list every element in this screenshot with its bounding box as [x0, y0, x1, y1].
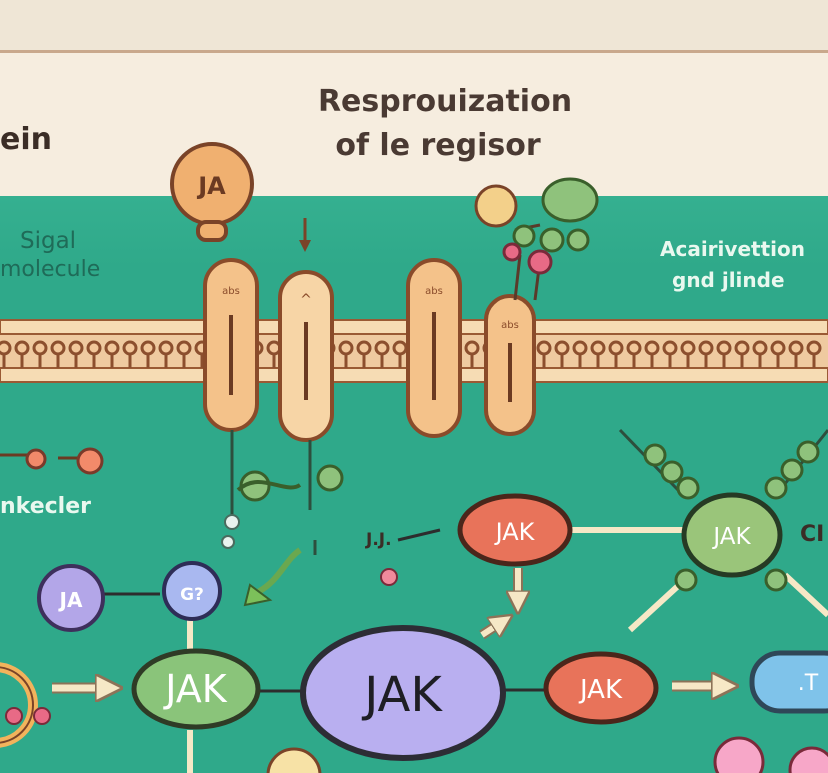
lipid-head [590, 340, 606, 356]
svg-text:JAK: JAK [578, 675, 623, 705]
receptor-1: abs [203, 258, 259, 432]
receptor-3: abs [406, 258, 462, 438]
jak-node-green-left: JAK [131, 648, 261, 730]
top-rule [0, 50, 828, 53]
ja-ligand: JA [170, 142, 254, 242]
svg-text:JAK: JAK [711, 524, 751, 550]
lipid-head [662, 340, 678, 356]
right-edge-label: CI [800, 522, 825, 547]
lipid-head [68, 340, 84, 356]
lipid-head [644, 340, 660, 356]
lipid-head [788, 340, 804, 356]
svg-text:^: ^ [300, 292, 312, 308]
svg-text:abs: abs [425, 286, 443, 297]
jak-node-big: JAK [300, 625, 506, 761]
svg-text:JAK: JAK [163, 667, 228, 711]
right-cut-node: .T [749, 650, 828, 714]
lipid-head [554, 340, 570, 356]
jak-node-red-top: JAK [457, 493, 573, 567]
lipid-head [464, 340, 480, 356]
left-molecules [0, 447, 104, 475]
lipid-head [374, 340, 390, 356]
svg-text:.T: .T [798, 671, 819, 696]
lipid-head [104, 340, 120, 356]
lipid-head [716, 340, 732, 356]
activation-label-line1: Acairivettion [660, 237, 805, 261]
receptor-2: ^ [278, 270, 334, 442]
svg-text:JAK: JAK [494, 518, 536, 546]
lipid-head [698, 340, 714, 356]
bead-strands [643, 440, 820, 592]
top-band [0, 0, 828, 52]
small-marker-label: J.J. [366, 530, 392, 550]
down-arrow-small [299, 218, 311, 252]
flow-arrows [52, 568, 728, 691]
lipid-head [14, 340, 30, 356]
linker-label: nkecler [0, 494, 91, 519]
signal-label-line2: molecule [0, 257, 101, 282]
lipid-head [86, 340, 102, 356]
jak-node-red-mid: JAK [543, 651, 659, 725]
lipid-head [50, 340, 66, 356]
lipid-head [770, 340, 786, 356]
lipid-head [572, 340, 588, 356]
signal-label-line1: Sigal [20, 228, 77, 254]
svg-text:G?: G? [180, 585, 204, 605]
receptor-4: abs [484, 294, 536, 436]
svg-text:JA: JA [196, 172, 226, 200]
q-small-node: G? [162, 561, 222, 621]
lipid-head [356, 340, 372, 356]
activation-label-line2: gnd jlinde [672, 268, 785, 292]
lipid-head [536, 340, 552, 356]
lipid-head [680, 340, 696, 356]
lipid-head [734, 340, 750, 356]
lipid-head [176, 340, 192, 356]
ja-small-node: JA [37, 564, 105, 632]
lipid-head [158, 340, 174, 356]
lipid-head [32, 340, 48, 356]
lipid-head [122, 340, 138, 356]
lipid-head [608, 340, 624, 356]
cream-panel [0, 53, 828, 198]
lipid-head [140, 340, 156, 356]
svg-text:abs: abs [501, 320, 519, 331]
bottom-partial-nodes [266, 736, 828, 773]
left-edge-ring [0, 662, 51, 748]
svg-text:JA: JA [58, 588, 83, 612]
lipid-head [338, 340, 354, 356]
connector-bits [221, 430, 441, 607]
left-fragment-label: ein [0, 122, 52, 157]
svg-text:JAK: JAK [361, 667, 443, 723]
jak-node-green-right: JAK [681, 492, 783, 578]
diagram-title-line1: Resprouization [317, 84, 573, 119]
lipid-head [806, 340, 822, 356]
ligand-cluster [474, 177, 599, 301]
diagram-title-line2: of le regisor [335, 128, 541, 163]
lipid-head [392, 340, 408, 356]
lipid-head [626, 340, 642, 356]
lipid-head [752, 340, 768, 356]
lipid-head [0, 340, 12, 356]
svg-text:abs: abs [222, 286, 240, 297]
teal-gradient [0, 196, 828, 266]
